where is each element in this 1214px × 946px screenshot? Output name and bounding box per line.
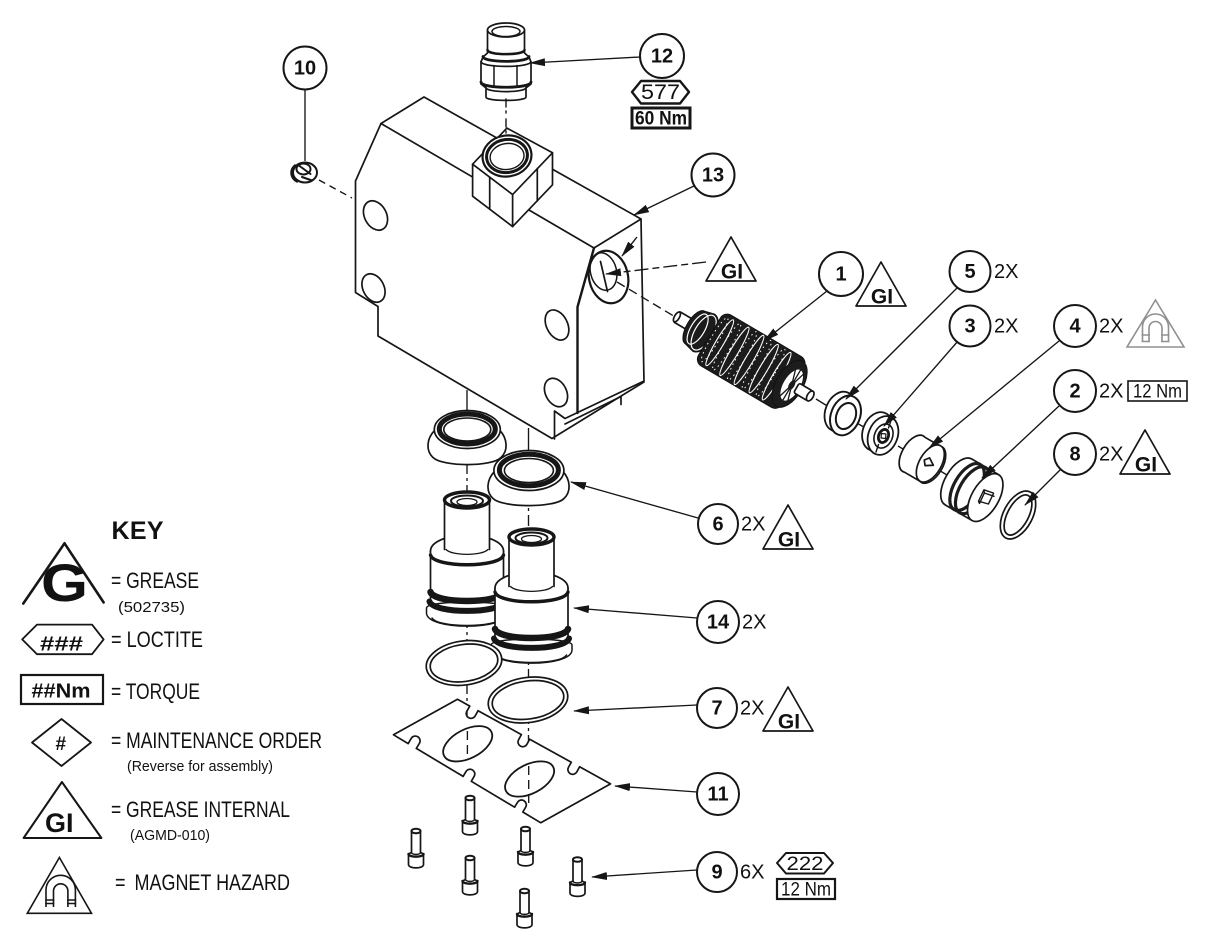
svg-text:(Reverse for assembly): (Reverse for assembly) bbox=[127, 758, 273, 775]
svg-text:1: 1 bbox=[835, 264, 846, 286]
svg-text:60 Nm: 60 Nm bbox=[635, 109, 687, 130]
svg-text:11: 11 bbox=[707, 784, 728, 806]
svg-text:10: 10 bbox=[294, 58, 316, 80]
svg-text:#: # bbox=[56, 734, 67, 755]
svg-text:GI: GI bbox=[721, 261, 743, 284]
svg-text:4: 4 bbox=[1069, 316, 1081, 338]
svg-text:6: 6 bbox=[712, 514, 723, 536]
svg-text:(AGMD-010): (AGMD-010) bbox=[130, 827, 210, 844]
svg-text:14: 14 bbox=[707, 612, 730, 634]
svg-text:= MAGNET HAZARD: = MAGNET HAZARD bbox=[115, 870, 290, 895]
svg-text:12: 12 bbox=[651, 46, 673, 68]
svg-text:12 Nm: 12 Nm bbox=[781, 880, 831, 901]
svg-text:= TORQUE: = TORQUE bbox=[111, 679, 200, 704]
svg-text:6X: 6X bbox=[740, 862, 764, 884]
svg-text:2X: 2X bbox=[994, 316, 1018, 338]
svg-text:= GREASE INTERNAL: = GREASE INTERNAL bbox=[111, 797, 290, 822]
svg-text:12 Nm: 12 Nm bbox=[1133, 382, 1182, 403]
svg-text:9: 9 bbox=[711, 862, 722, 884]
svg-text:13: 13 bbox=[702, 165, 724, 187]
svg-text:2X: 2X bbox=[741, 514, 765, 536]
svg-text:5: 5 bbox=[964, 261, 975, 283]
svg-text:577: 577 bbox=[641, 81, 680, 104]
svg-text:G: G bbox=[41, 554, 88, 613]
svg-text:2X: 2X bbox=[1099, 381, 1123, 403]
svg-text:7: 7 bbox=[711, 698, 722, 720]
svg-text:2X: 2X bbox=[1099, 316, 1123, 338]
svg-text:= GREASE: = GREASE bbox=[111, 568, 199, 593]
svg-text:8: 8 bbox=[1069, 444, 1080, 466]
svg-text:##Nm: ##Nm bbox=[32, 681, 91, 703]
svg-text:(502735): (502735) bbox=[118, 599, 185, 616]
svg-text:###: ### bbox=[40, 634, 83, 656]
svg-text:= MAINTENANCE ORDER: = MAINTENANCE ORDER bbox=[111, 728, 322, 753]
svg-text:2X: 2X bbox=[1099, 444, 1123, 466]
svg-text:2X: 2X bbox=[994, 261, 1018, 283]
svg-text:2: 2 bbox=[1069, 381, 1080, 403]
svg-text:222: 222 bbox=[787, 854, 824, 875]
svg-text:3: 3 bbox=[964, 316, 975, 338]
svg-text:GI: GI bbox=[45, 808, 74, 838]
svg-text:2X: 2X bbox=[740, 698, 764, 720]
svg-text:KEY: KEY bbox=[112, 517, 164, 545]
svg-text:= LOCTITE: = LOCTITE bbox=[111, 627, 203, 652]
svg-text:2X: 2X bbox=[742, 612, 766, 634]
